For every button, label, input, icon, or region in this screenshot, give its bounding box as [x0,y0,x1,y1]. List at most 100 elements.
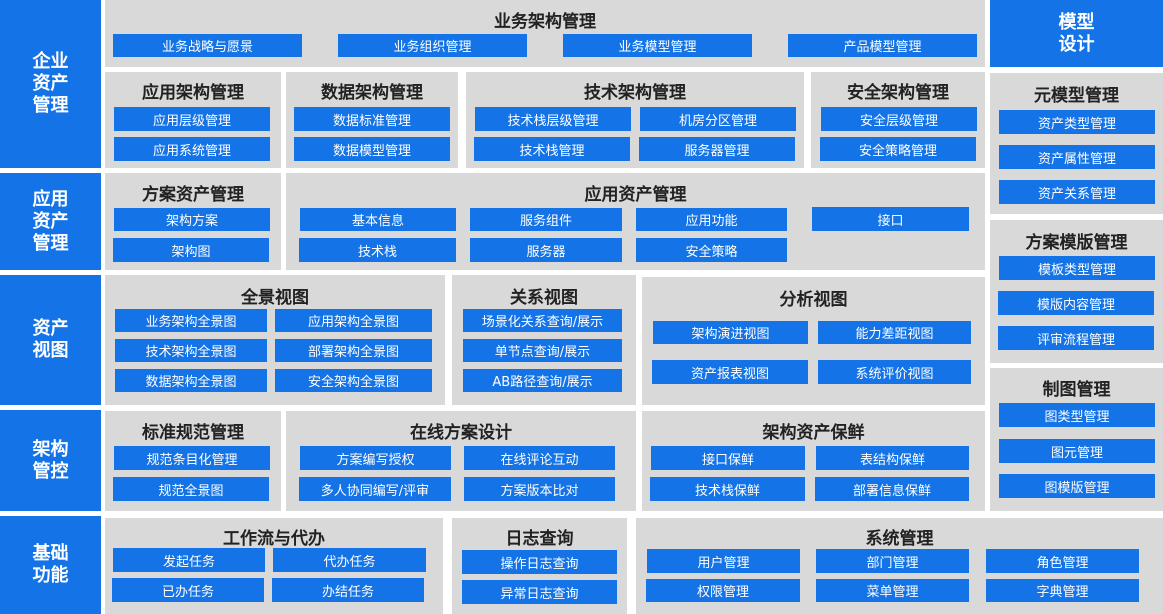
btn-evolution-view[interactable]: 架构演进视图 [653,321,808,344]
panel-title: 方案资产管理 [142,185,244,205]
btn-template-type[interactable]: 模板类型管理 [999,256,1155,280]
btn-permission-management[interactable]: 权限管理 [646,579,800,602]
btn-security-level[interactable]: 安全层级管理 [821,107,977,131]
panel-title: 数据架构管理 [321,83,423,103]
panel-title: 制图管理 [1042,380,1111,400]
btn-department-management[interactable]: 部门管理 [816,549,969,573]
category-asset-view: 资产 视图 [0,275,101,405]
panel-system-management: 系统管理 用户管理 部门管理 角色管理 权限管理 菜单管理 字典管理 [636,518,1163,614]
btn-business-model[interactable]: 业务模型管理 [563,34,752,57]
btn-tech-stack-level[interactable]: 技术栈层级管理 [475,107,631,131]
btn-exception-log[interactable]: 异常日志查询 [462,580,617,604]
btn-done-task[interactable]: 已办任务 [112,578,264,602]
btn-interface-freshness[interactable]: 接口保鲜 [651,446,805,470]
btn-server[interactable]: 服务器管理 [639,137,795,161]
panel-business-architecture: 业务架构管理 业务战略与愿景 业务组织管理 业务模型管理 产品模型管理 [105,0,985,67]
panel-title: 方案模版管理 [1025,233,1128,253]
btn-asset-report-view[interactable]: 资产报表视图 [652,360,808,384]
btn-tech-stack-asset[interactable]: 技术栈 [299,238,456,262]
btn-scenario-relation-query[interactable]: 场景化关系查询/展示 [463,309,622,332]
btn-collaborative-review[interactable]: 多人协同编写/评审 [299,477,451,501]
panel-title: 日志查询 [505,529,574,549]
btn-data-standard[interactable]: 数据标准管理 [294,107,450,131]
btn-security-policy-asset[interactable]: 安全策略 [636,238,787,262]
category-enterprise-asset: 企业 资产 管理 [0,0,101,168]
btn-basic-info[interactable]: 基本信息 [300,208,456,231]
panel-title: 应用架构管理 [142,83,244,103]
panel-title: 工作流与代办 [223,529,325,549]
panel-tech-architecture: 技术架构管理 技术栈层级管理 机房分区管理 技术栈管理 服务器管理 [466,72,804,168]
btn-app-level[interactable]: 应用层级管理 [114,107,270,131]
btn-template-content[interactable]: 模版内容管理 [998,291,1154,315]
btn-business-organization[interactable]: 业务组织管理 [338,34,527,57]
btn-interface[interactable]: 接口 [812,207,969,231]
btn-diagram-element[interactable]: 图元管理 [999,439,1155,463]
category-architecture-control: 架构 管控 [0,410,101,511]
btn-authoring-authorization[interactable]: 方案编写授权 [300,446,451,470]
btn-table-freshness[interactable]: 表结构保鲜 [816,446,969,470]
btn-online-comment[interactable]: 在线评论互动 [464,446,615,470]
btn-system-evaluation-view[interactable]: 系统评价视图 [818,360,971,384]
panel-meta-model: 元模型管理 资产类型管理 资产属性管理 资产关系管理 [990,73,1163,214]
btn-tech-stack[interactable]: 技术栈管理 [474,137,630,161]
panel-log-query: 日志查询 操作日志查询 异常日志查询 [452,518,627,614]
panel-panorama-view: 全景视图 业务架构全景图 应用架构全景图 技术架构全景图 部署架构全景图 数据架… [105,275,445,405]
btn-spec-panorama[interactable]: 规范全景图 [113,477,269,501]
btn-start-task[interactable]: 发起任务 [113,548,265,572]
panel-analysis-view: 分析视图 架构演进视图 能力差距视图 资产报表视图 系统评价视图 [642,277,985,405]
btn-tech-stack-freshness[interactable]: 技术栈保鲜 [650,477,805,501]
btn-asset-type[interactable]: 资产类型管理 [999,110,1155,134]
btn-asset-attribute[interactable]: 资产属性管理 [999,145,1155,169]
btn-capability-gap-view[interactable]: 能力差距视图 [818,321,971,344]
btn-app-function[interactable]: 应用功能 [636,208,787,231]
panel-title: 应用资产管理 [584,185,687,205]
panel-relation-view: 关系视图 场景化关系查询/展示 单节点查询/展示 AB路径查询/展示 [452,275,636,405]
btn-closed-task[interactable]: 办结任务 [272,578,424,602]
category-model-design: 模型 设计 [990,0,1163,67]
btn-business-panorama[interactable]: 业务架构全景图 [115,309,267,332]
btn-deploy-freshness[interactable]: 部署信息保鲜 [815,477,969,501]
btn-menu-management[interactable]: 菜单管理 [816,579,969,602]
panel-application-asset: 应用资产管理 基本信息 服务组件 应用功能 接口 技术栈 服务器 安全策略 [286,173,985,270]
btn-business-strategy[interactable]: 业务战略与愿景 [113,34,302,57]
btn-user-management[interactable]: 用户管理 [647,549,800,573]
btn-pending-task[interactable]: 代办任务 [273,548,426,572]
panel-security-architecture: 安全架构管理 安全层级管理 安全策略管理 [811,72,985,168]
btn-service-component[interactable]: 服务组件 [470,208,622,231]
panel-application-architecture: 应用架构管理 应用层级管理 应用系统管理 [105,72,281,168]
btn-operation-log[interactable]: 操作日志查询 [462,550,617,574]
btn-ab-path-query[interactable]: AB路径查询/展示 [463,369,622,392]
btn-deploy-panorama[interactable]: 部署架构全景图 [275,339,432,362]
panel-title: 元模型管理 [1034,86,1119,106]
panel-data-architecture: 数据架构管理 数据标准管理 数据模型管理 [286,72,458,168]
panel-asset-freshness: 架构资产保鲜 接口保鲜 表结构保鲜 技术栈保鲜 部署信息保鲜 [642,411,985,511]
btn-review-process[interactable]: 评审流程管理 [998,326,1154,350]
btn-role-management[interactable]: 角色管理 [986,549,1139,573]
btn-diagram-template[interactable]: 图模版管理 [999,474,1155,498]
btn-architecture-solution[interactable]: 架构方案 [114,208,270,231]
panel-title: 业务架构管理 [494,12,596,32]
btn-app-system[interactable]: 应用系统管理 [114,137,270,161]
panel-title: 标准规范管理 [142,423,244,443]
btn-diagram-type[interactable]: 图类型管理 [999,403,1155,427]
btn-security-panorama[interactable]: 安全架构全景图 [275,369,432,392]
panel-solution-template: 方案模版管理 模板类型管理 模版内容管理 评审流程管理 [990,220,1163,363]
btn-app-panorama[interactable]: 应用架构全景图 [275,309,432,332]
panel-drawing-management: 制图管理 图类型管理 图元管理 图模版管理 [990,368,1163,511]
btn-product-model[interactable]: 产品模型管理 [788,34,977,57]
btn-data-panorama[interactable]: 数据架构全景图 [115,369,267,392]
btn-dictionary-management[interactable]: 字典管理 [986,579,1139,602]
btn-asset-relation[interactable]: 资产关系管理 [999,180,1155,204]
btn-data-model[interactable]: 数据模型管理 [294,137,450,161]
panel-title: 安全架构管理 [847,83,949,103]
btn-version-compare[interactable]: 方案版本比对 [464,477,615,501]
btn-tech-panorama[interactable]: 技术架构全景图 [115,339,267,362]
btn-architecture-diagram[interactable]: 架构图 [113,238,269,262]
btn-spec-itemization[interactable]: 规范条目化管理 [114,446,270,470]
panel-title: 技术架构管理 [584,83,686,103]
btn-datacenter-zone[interactable]: 机房分区管理 [640,107,796,131]
btn-security-policy[interactable]: 安全策略管理 [820,137,976,161]
panel-workflow: 工作流与代办 发起任务 代办任务 已办任务 办结任务 [105,518,443,614]
btn-server-asset[interactable]: 服务器 [470,238,622,262]
btn-single-node-query[interactable]: 单节点查询/展示 [463,339,622,362]
